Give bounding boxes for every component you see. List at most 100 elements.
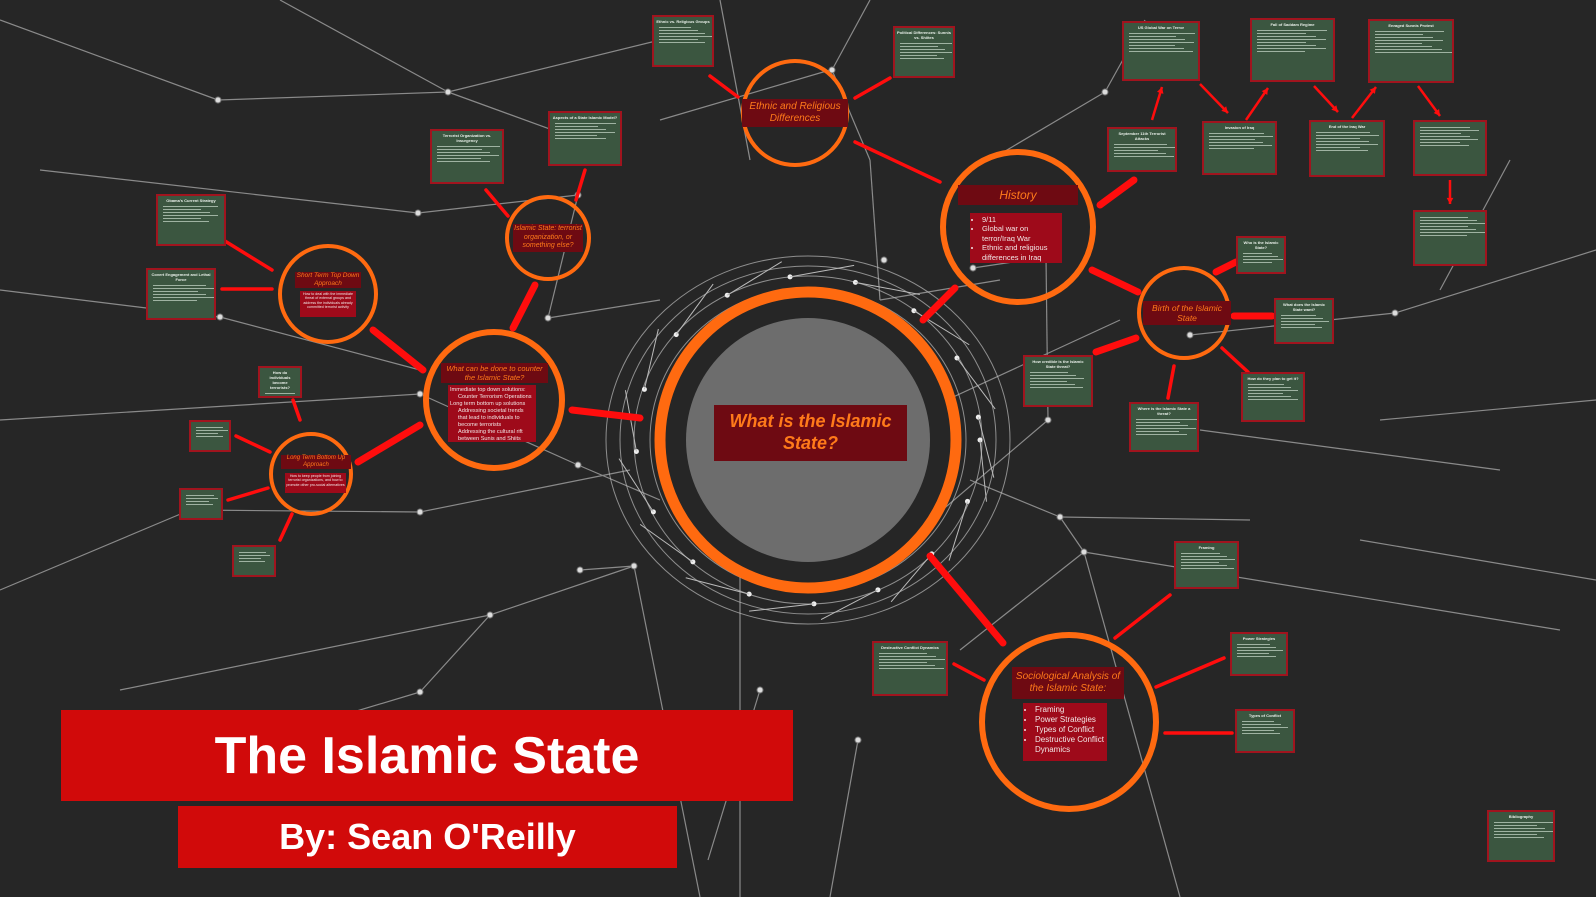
network-line bbox=[969, 479, 1061, 518]
mini-slide-text bbox=[1239, 721, 1291, 734]
mini-slide[interactable]: Political Differences: Sunnis vs. Shiite… bbox=[893, 26, 955, 78]
orbit-line bbox=[890, 553, 933, 603]
network-node bbox=[630, 562, 638, 570]
topic-short-term-title[interactable]: Short Term Top Down Approach bbox=[295, 272, 361, 288]
network-node bbox=[576, 566, 584, 574]
topic-sociological-title[interactable]: Sociological Analysis of the Islamic Sta… bbox=[1012, 667, 1124, 699]
mini-slide-title: Enraged Sunnis Protest bbox=[1388, 23, 1434, 28]
mini-slide[interactable]: Who is the Islamic State? bbox=[1236, 236, 1286, 274]
mini-slide-title: Ethnic vs. Religious Groups bbox=[656, 19, 710, 24]
network-line bbox=[1199, 429, 1501, 471]
arrow-head-icon bbox=[1261, 88, 1268, 95]
mini-slide-title: Political Differences: Sunnis vs. Shiite… bbox=[897, 30, 952, 40]
mini-slide-text bbox=[434, 146, 500, 162]
mini-slide[interactable]: Fall of Saddam Regime bbox=[1250, 18, 1335, 82]
arrow-line bbox=[1351, 86, 1377, 119]
arrow-head-icon bbox=[1221, 106, 1228, 113]
topic-counter-title[interactable]: What can be done to counter the Islamic … bbox=[441, 363, 548, 383]
network-node bbox=[414, 209, 422, 217]
mini-slide[interactable]: How do individuals become terrorists? bbox=[258, 366, 302, 398]
connector-line bbox=[218, 236, 274, 272]
mini-slide[interactable] bbox=[1413, 120, 1487, 176]
mini-slide[interactable]: End of the Iraq War bbox=[1309, 120, 1385, 177]
center-title[interactable]: What is the Islamic State? bbox=[714, 405, 907, 461]
network-node bbox=[756, 686, 764, 694]
mini-slide[interactable]: Terrorist Organization vs. Insurgency bbox=[430, 129, 504, 184]
mini-slide-text bbox=[1491, 822, 1553, 838]
mini-slide[interactable]: Framing bbox=[1174, 541, 1239, 589]
mini-slide-text bbox=[656, 27, 712, 43]
connector-line bbox=[1096, 176, 1138, 209]
network-line bbox=[419, 469, 631, 513]
network-node bbox=[574, 461, 582, 469]
network-line bbox=[869, 159, 881, 301]
topic-long-term-title[interactable]: Long Term Bottom Up Approach bbox=[281, 455, 351, 469]
mini-slide-title: Aspects of a State Islamic Model? bbox=[552, 115, 618, 120]
mini-slide[interactable] bbox=[232, 545, 276, 577]
orbit-ring bbox=[605, 255, 1011, 625]
mini-slide-text bbox=[1313, 132, 1381, 151]
mini-slide[interactable] bbox=[1413, 210, 1487, 266]
text-line: Long term bottom up solutions bbox=[450, 400, 526, 407]
network-line bbox=[489, 565, 635, 616]
bullet: Global war on terror/Iraq War bbox=[982, 224, 1062, 243]
mini-slide-text bbox=[1126, 33, 1196, 52]
mini-slide[interactable]: US Global War on Terror bbox=[1122, 21, 1200, 81]
mini-slide[interactable]: Obama's Current Strategy bbox=[156, 194, 226, 246]
topic-history-title[interactable]: History bbox=[958, 185, 1078, 205]
network-line bbox=[279, 0, 449, 93]
topic-terrorist-title[interactable]: Islamic State: terrorist organization, o… bbox=[513, 224, 583, 252]
mini-slide-text bbox=[1417, 127, 1483, 146]
mini-slide[interactable]: Types of Conflict bbox=[1235, 709, 1295, 753]
network-line bbox=[1359, 539, 1596, 581]
text-line: Immediate top down solutions: bbox=[450, 387, 526, 393]
topic-circle bbox=[423, 329, 565, 471]
mini-slide[interactable]: Bibliography bbox=[1487, 810, 1555, 862]
mini-slide-title: Framing bbox=[1198, 545, 1215, 550]
mini-slide[interactable]: Invasion of Iraq bbox=[1202, 121, 1277, 175]
connector-line bbox=[1212, 258, 1240, 276]
topic-counter-body: Immediate top down solutions: Counter Te… bbox=[448, 385, 536, 442]
mini-slide[interactable]: How credible is the Islamic State threat… bbox=[1023, 355, 1093, 407]
mini-slide[interactable]: September 11th Terrorist Attacks bbox=[1107, 127, 1177, 172]
mini-slide[interactable] bbox=[189, 420, 231, 452]
mini-slide-title: Terrorist Organization vs. Insurgency bbox=[442, 133, 492, 143]
topic-birth-title[interactable]: Birth of the Islamic State bbox=[1143, 301, 1231, 325]
mini-slide-title: Covert Engagement and Lethal Force bbox=[151, 272, 211, 282]
network-line bbox=[217, 91, 449, 101]
connector-line bbox=[484, 188, 510, 218]
mini-slide[interactable]: Destructive Conflict Dynamics bbox=[872, 641, 948, 696]
connector-line bbox=[369, 326, 427, 374]
mini-slide[interactable]: Ethnic vs. Religious Groups bbox=[652, 15, 714, 67]
orbit-ring bbox=[619, 265, 997, 615]
mini-slide[interactable]: Enraged Sunnis Protest bbox=[1368, 19, 1454, 83]
mini-slide[interactable] bbox=[179, 488, 223, 520]
connector-line bbox=[1154, 656, 1226, 689]
network-line bbox=[547, 299, 661, 319]
arrow-head-icon bbox=[1369, 87, 1376, 94]
mini-slide[interactable]: Power Strategies bbox=[1230, 632, 1288, 676]
mini-slide[interactable]: Aspects of a State Islamic Model? bbox=[548, 111, 622, 166]
mini-slide-text bbox=[1111, 144, 1175, 157]
mini-slide-title: September 11th Terrorist Attacks bbox=[1118, 131, 1166, 141]
mini-slide-text bbox=[1278, 315, 1330, 328]
network-line bbox=[39, 169, 419, 214]
network-line bbox=[0, 19, 219, 101]
network-node bbox=[1056, 513, 1064, 521]
mini-slide-text bbox=[160, 206, 222, 222]
mini-slide[interactable]: What does the Islamic State want? bbox=[1274, 298, 1334, 344]
connector-line bbox=[509, 281, 539, 332]
bullet: Types of Conflict bbox=[1035, 725, 1107, 735]
network-node bbox=[1101, 88, 1109, 96]
network-node bbox=[880, 256, 888, 264]
arrow-line bbox=[1199, 83, 1229, 114]
mini-slide[interactable]: Where is the Islamic State a threat? bbox=[1129, 402, 1199, 452]
mini-slide[interactable]: Covert Engagement and Lethal Force bbox=[146, 268, 216, 320]
topic-ethnic-title[interactable]: Ethnic and Religious Differences bbox=[742, 99, 848, 127]
arrow-head-icon bbox=[1433, 109, 1440, 116]
network-line bbox=[0, 393, 421, 421]
topic-circle bbox=[269, 432, 353, 516]
mini-slide[interactable]: How do they plan to get it? bbox=[1241, 372, 1305, 422]
orbit-line bbox=[855, 281, 920, 295]
orbit-line bbox=[749, 603, 815, 612]
